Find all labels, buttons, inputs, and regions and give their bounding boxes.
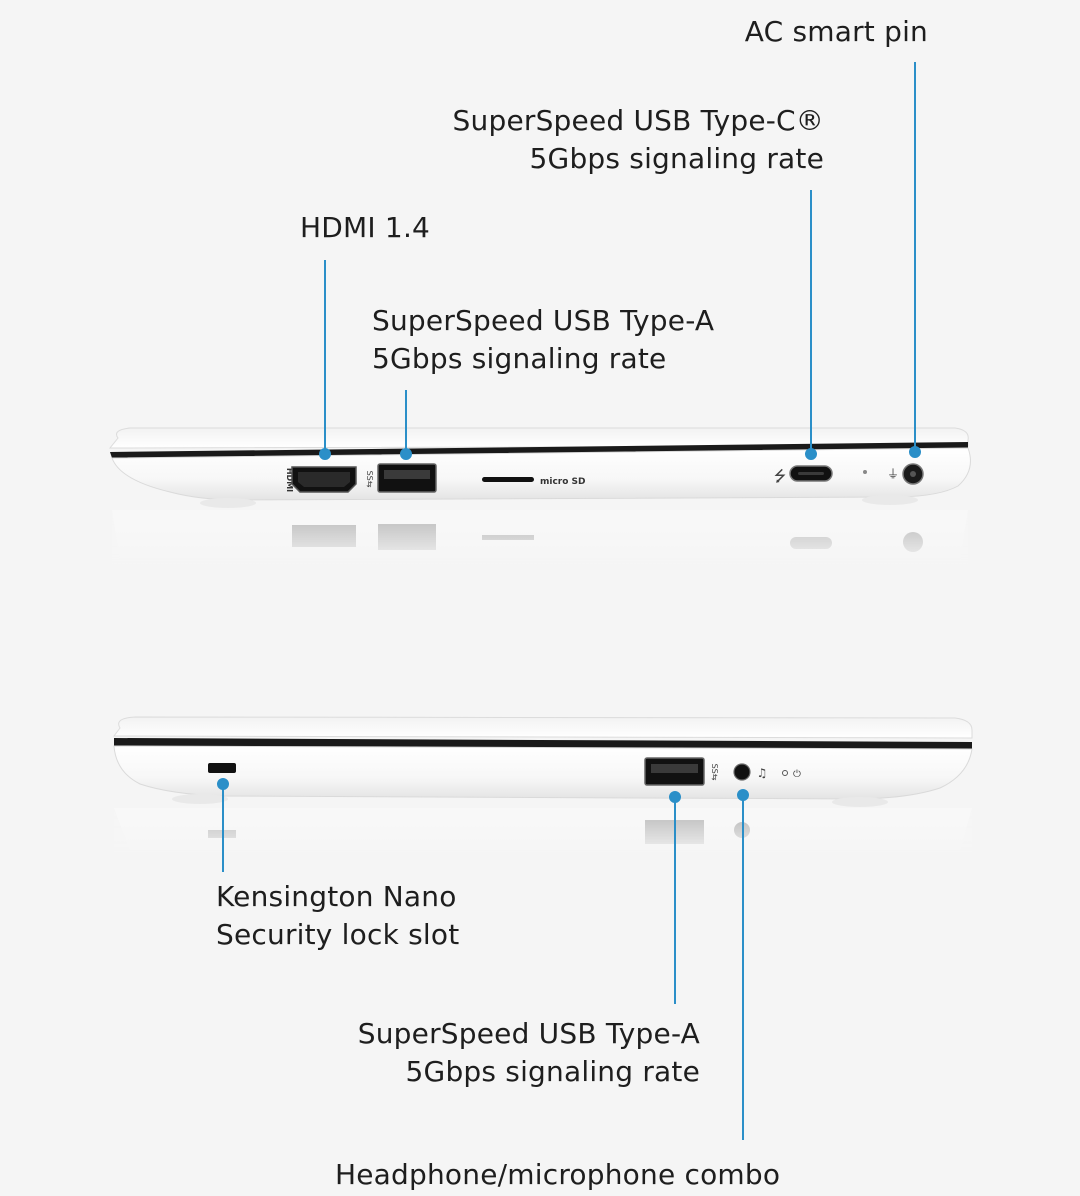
callout-dot-hdmi bbox=[319, 448, 331, 460]
usb-symbol-icon: ⭍ bbox=[774, 467, 787, 485]
label-usb-a-left: SuperSpeed USB Type-A 5Gbps signaling ra… bbox=[372, 304, 715, 375]
label-ac-smart-pin: AC smart pin bbox=[744, 15, 928, 48]
power-icon: ⏻ bbox=[793, 769, 801, 780]
charging-led bbox=[863, 470, 867, 474]
callout-dot-ac-smart-pin bbox=[909, 446, 921, 458]
label-usb-a-right: SuperSpeed USB Type-A 5Gbps signaling ra… bbox=[357, 1017, 700, 1088]
laptop-left-reflection bbox=[114, 808, 972, 856]
hdmi-port bbox=[291, 466, 357, 493]
usb-a-port-left bbox=[377, 463, 437, 493]
callout-dot-headphone bbox=[737, 789, 749, 801]
hdmi-logo: HDMI bbox=[285, 468, 294, 492]
label-headphone: Headphone/microphone combo bbox=[335, 1158, 781, 1191]
callout-dot-usb-c bbox=[805, 448, 817, 460]
label-hdmi: HDMI 1.4 bbox=[300, 211, 431, 244]
headphone-jack bbox=[733, 763, 751, 781]
kensington-lock-slot bbox=[208, 763, 236, 773]
laptop-right-reflection bbox=[112, 510, 968, 565]
label-usb-c: SuperSpeed USB Type-C® 5Gbps signaling r… bbox=[452, 104, 824, 175]
callouts bbox=[217, 62, 921, 1140]
superspeed-symbol-icon: SS⇆ bbox=[710, 764, 719, 781]
usb-a-port-right bbox=[644, 757, 705, 786]
status-led bbox=[782, 770, 788, 776]
power-plug-icon: ⏚ bbox=[887, 467, 899, 481]
usb-c-port bbox=[789, 465, 833, 482]
superspeed-symbol-icon: SS⇆ bbox=[365, 471, 374, 488]
ac-smart-pin-port bbox=[902, 463, 924, 485]
microsd-logo: micro SD bbox=[540, 477, 586, 487]
label-kensington: Kensington Nano Security lock slot bbox=[216, 880, 460, 951]
headphone-icon: ♫ bbox=[757, 766, 768, 780]
microsd-slot: micro SD bbox=[482, 477, 586, 487]
callout-dot-usb-a-right bbox=[669, 791, 681, 803]
callout-dot-kensington bbox=[217, 778, 229, 790]
laptop-left-side: SS⇆ ♫ ⏻ bbox=[113, 716, 973, 807]
laptop-right-side: HDMI SS⇆ micro SD ⭍ ⏚ bbox=[108, 427, 971, 508]
callout-dot-usb-a-left bbox=[400, 448, 412, 460]
